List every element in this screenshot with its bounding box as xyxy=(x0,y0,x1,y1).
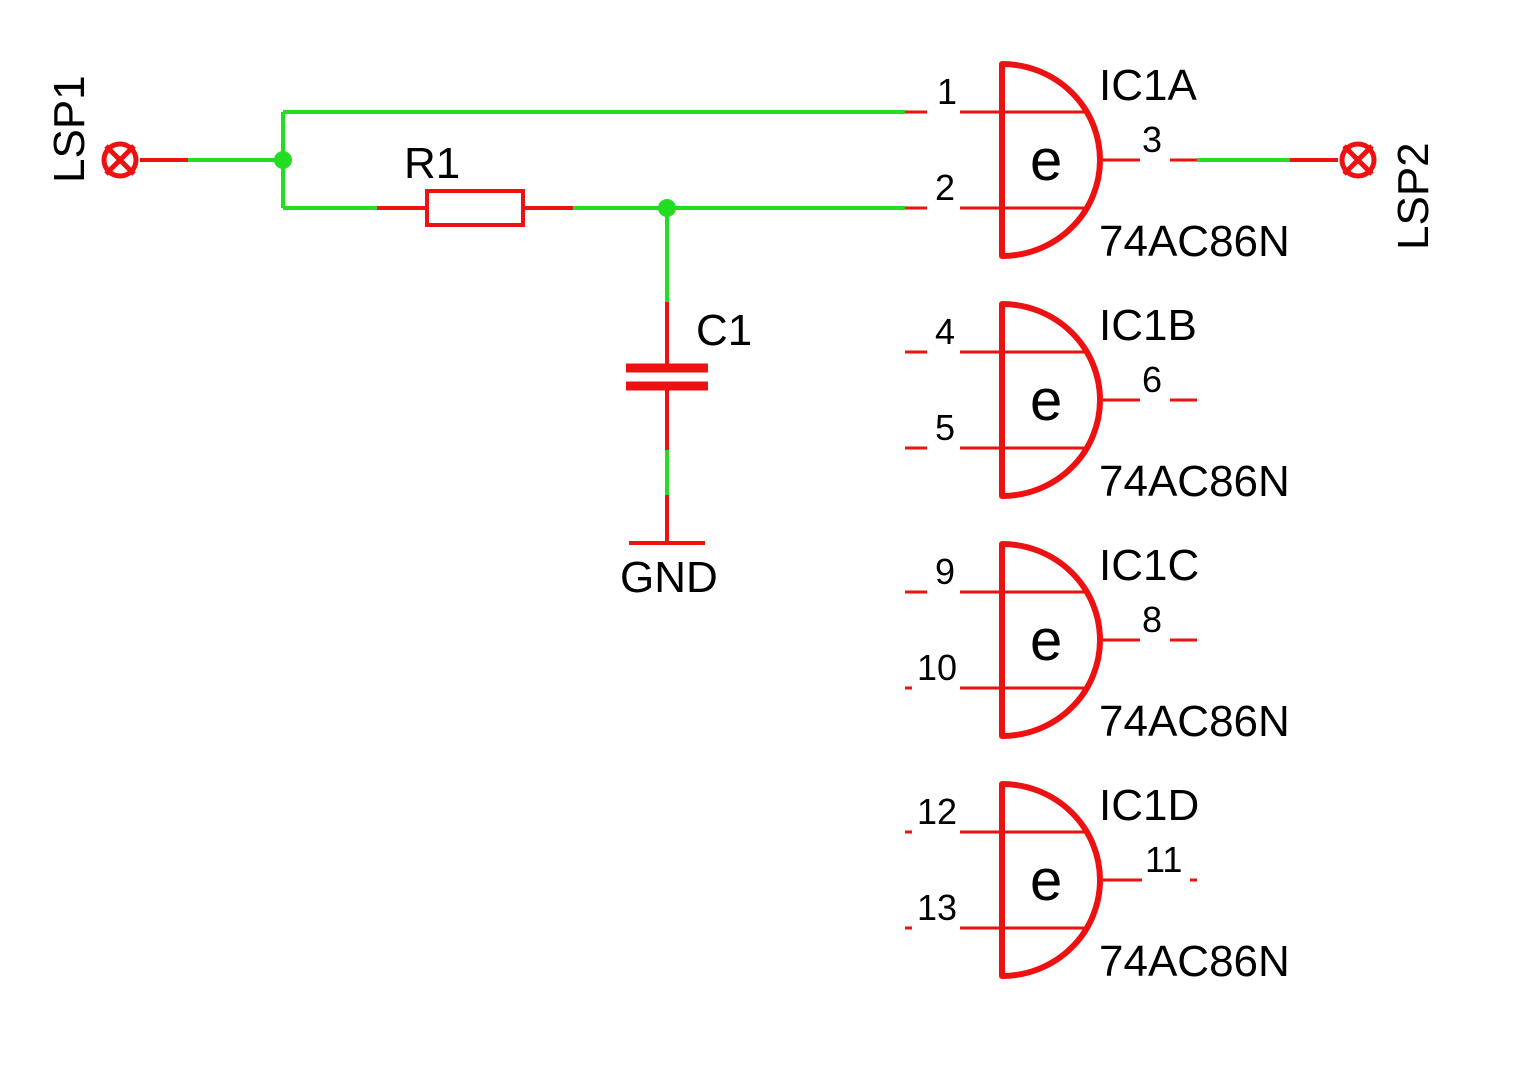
gate-ic1b-pin-in2: 5 xyxy=(935,407,955,448)
connector-lsp1[interactable] xyxy=(101,141,188,179)
gate-ic1a-pin-in2: 2 xyxy=(935,167,955,208)
gate-ic1a-symbol: e xyxy=(1030,128,1062,193)
ground-symbol[interactable] xyxy=(629,495,705,545)
gate-ic1b-ref: IC1B xyxy=(1099,301,1197,350)
gate-ic1c-pin-out: 8 xyxy=(1142,599,1162,640)
capacitor-c1-label: C1 xyxy=(696,306,752,355)
gate-ic1a[interactable]: e IC1A 74AC86N 1 2 3 xyxy=(905,61,1290,266)
gate-ic1d-ref: IC1D xyxy=(1099,781,1199,830)
gate-ic1a-pin-out: 3 xyxy=(1142,119,1162,160)
gate-ic1a-part: 74AC86N xyxy=(1099,217,1290,266)
junction-dot xyxy=(274,151,292,169)
gate-ic1c-pin-in2: 10 xyxy=(917,647,957,688)
capacitor-c1[interactable] xyxy=(626,302,708,450)
resistor-r1[interactable] xyxy=(377,189,573,227)
nets xyxy=(188,110,1290,495)
gate-ic1b-symbol: e xyxy=(1030,368,1062,433)
gate-ic1a-ref: IC1A xyxy=(1099,61,1197,110)
gate-ic1b[interactable]: e IC1B 74AC86N 4 5 6 xyxy=(905,301,1290,506)
gate-ic1b-part: 74AC86N xyxy=(1099,457,1290,506)
gate-ic1d-symbol: e xyxy=(1030,848,1062,913)
gate-ic1a-pin-in1: 1 xyxy=(937,71,957,112)
ground-label: GND xyxy=(620,553,718,602)
connector-lsp2[interactable] xyxy=(1290,141,1377,179)
gate-ic1c-part: 74AC86N xyxy=(1099,697,1290,746)
connector-lsp1-label: LSP1 xyxy=(45,75,94,183)
gate-ic1d-pin-in2: 13 xyxy=(917,887,957,928)
gate-ic1c-symbol: e xyxy=(1030,608,1062,673)
gate-ic1d-pin-in1: 12 xyxy=(917,791,957,832)
gate-ic1c-ref: IC1C xyxy=(1099,541,1199,590)
gate-ic1c-pin-in1: 9 xyxy=(935,551,955,592)
gate-ic1d-pin-out: 11 xyxy=(1145,839,1182,880)
gate-ic1b-pin-in1: 4 xyxy=(935,311,955,352)
gate-ic1d-part: 74AC86N xyxy=(1099,937,1290,986)
resistor-r1-label: R1 xyxy=(404,139,460,188)
junction-dot xyxy=(658,199,676,217)
gate-ic1d[interactable]: e IC1D 74AC86N 12 13 11 xyxy=(905,781,1290,986)
gate-ic1b-pin-out: 6 xyxy=(1142,359,1162,400)
connector-lsp2-label: LSP2 xyxy=(1389,142,1438,250)
gate-ic1c[interactable]: e IC1C 74AC86N 9 10 8 xyxy=(905,541,1290,746)
